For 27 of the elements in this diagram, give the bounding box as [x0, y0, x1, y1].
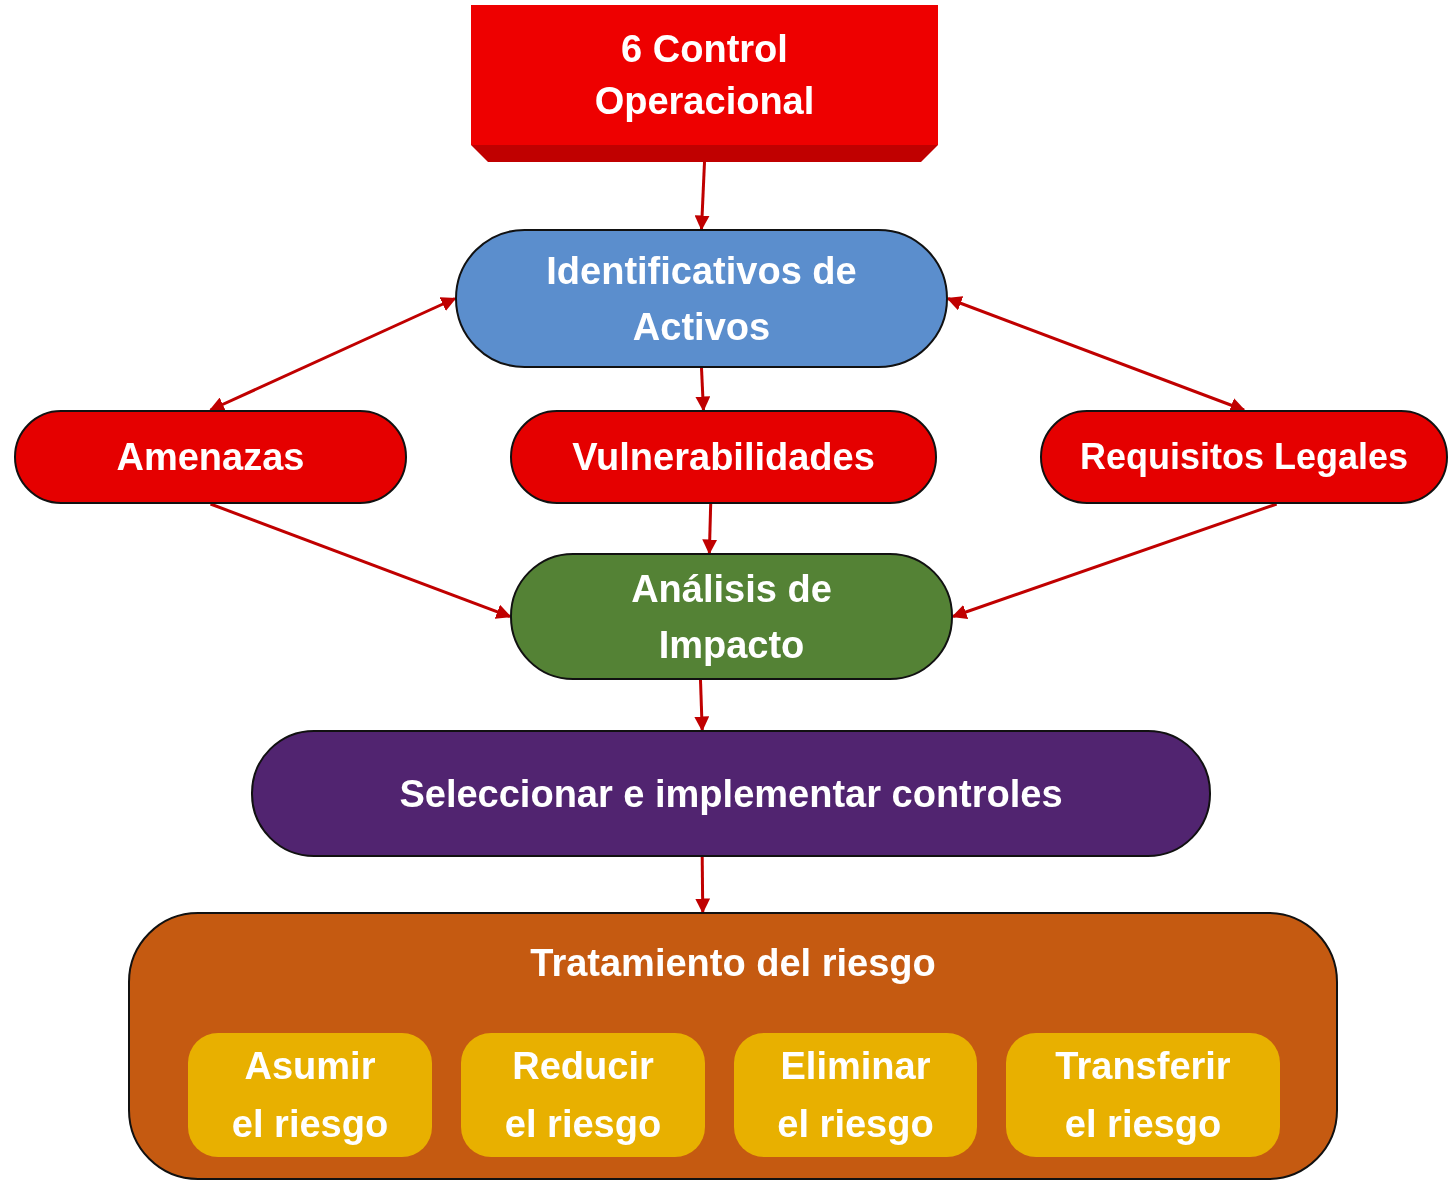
node-label: Amenazas	[116, 435, 305, 480]
arrow	[209, 502, 512, 619]
arrow	[694, 161, 710, 231]
node-label: Eliminar el riesgo	[776, 1044, 935, 1147]
node-label: Reducir el riesgo	[503, 1044, 663, 1147]
group-box	[128, 912, 1338, 1180]
node-label: Seleccionar e implementar controles	[399, 771, 1063, 817]
arrow	[946, 296, 1246, 413]
option-box	[461, 1033, 705, 1157]
node-label: Asumir el riesgo	[230, 1044, 390, 1147]
node-label: Identificativos de Activos	[545, 248, 858, 350]
option-box	[734, 1033, 977, 1157]
arrow	[951, 502, 1278, 620]
group-title: Tratamiento del riesgo	[530, 941, 936, 986]
arrow	[702, 503, 718, 555]
process-box	[471, 5, 938, 162]
option-box	[1006, 1033, 1280, 1157]
arrow	[209, 297, 457, 412]
arrow	[694, 679, 710, 732]
node-label: Transferir el riesgo	[1054, 1044, 1232, 1147]
node-label: Análisis de Impacto	[630, 566, 833, 668]
option-box	[188, 1033, 432, 1157]
node-label: 6 Control Operacional	[593, 27, 816, 124]
arrow	[695, 367, 711, 412]
node-label: Vulnerabilidades	[572, 435, 875, 480]
arrow	[695, 857, 711, 914]
node-label: Requisitos Legales	[1079, 435, 1409, 479]
